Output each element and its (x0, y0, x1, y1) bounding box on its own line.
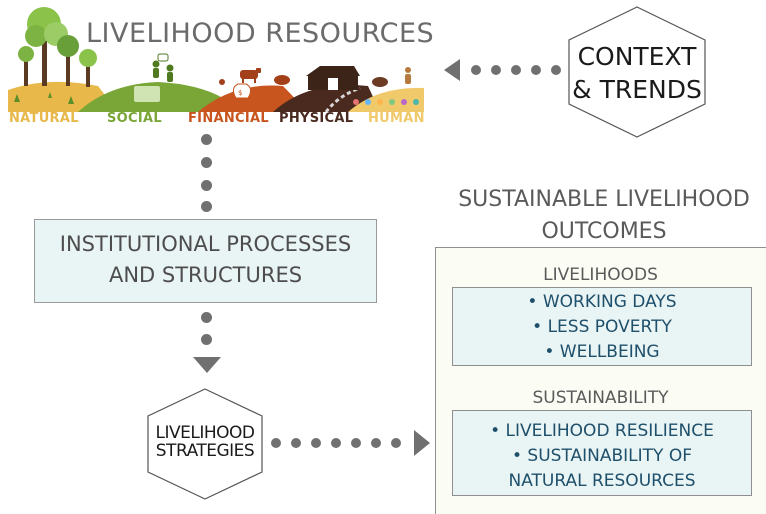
pig-icon (274, 75, 290, 85)
farmer-icon (405, 67, 411, 84)
barn-icon (306, 66, 360, 90)
category-natural: NATURAL (9, 111, 79, 126)
crowd-icon (134, 86, 160, 102)
institutional-processes-box: INSTITUTIONAL PROCESSES AND STRUCTURES (34, 219, 377, 303)
grass-icon (14, 92, 74, 104)
arrowhead-right-icon (414, 430, 430, 456)
money-bag-icon: $ (232, 83, 252, 99)
cow-icon (240, 68, 261, 83)
livelihood-resources-illustration: $ (8, 7, 424, 112)
livelihoods-list: • WORKING DAYS • LESS POVERTY • WELLBEIN… (452, 287, 752, 366)
livelihood-strategies-hexagon (147, 388, 263, 500)
context-label-line1: CONTEXT (577, 42, 697, 71)
pig-icon-2 (372, 77, 388, 87)
outcomes-title: SUSTAINABLE LIVELIHOOD OUTCOMES (446, 184, 762, 248)
list-item: • WORKING DAYS (527, 292, 677, 312)
connector-dot (201, 157, 212, 168)
category-social: SOCIAL (107, 111, 162, 126)
people-icon (152, 53, 174, 82)
livelihood-strategies-label: LIVELIHOOD STRATEGIES (130, 424, 280, 460)
connector-dot (201, 180, 212, 191)
trees-icon (18, 7, 97, 87)
context-trends-label: CONTEXT & TRENDS (569, 40, 705, 106)
context-trends-hexagon (568, 6, 706, 138)
category-human: HUMAN (368, 111, 425, 126)
children-icon (353, 99, 419, 105)
arrowhead-down-icon (193, 357, 221, 373)
connector-dot (201, 201, 212, 212)
context-to-resources-arrow (444, 59, 561, 81)
connector-dot (201, 334, 212, 345)
sustainability-heading: SUSTAINABILITY (532, 388, 669, 408)
connector-dot (201, 134, 212, 145)
institutional-line2: AND STRUCTURES (108, 263, 303, 287)
human-ground (348, 87, 424, 112)
livelihood-resources-title: LIVELIHOOD RESOURCES (86, 18, 435, 49)
list-item: • WELLBEING (544, 342, 660, 362)
institutional-line1: INSTITUTIONAL PROCESSES (59, 232, 352, 256)
strategies-line1: LIVELIHOOD (155, 423, 255, 443)
category-financial: FINANCIAL (188, 111, 269, 126)
strategies-to-outcomes-arrow (271, 430, 430, 456)
context-label-line2: & TRENDS (572, 75, 702, 104)
list-item: • LESS POVERTY (532, 317, 672, 337)
list-item: • LIVELIHOOD RESILIENCE (490, 421, 714, 441)
arrowhead-left-icon (444, 59, 460, 81)
strategies-line2: STRATEGIES (155, 441, 255, 461)
livelihoods-heading: LIVELIHOODS (543, 265, 658, 285)
svg-text:$: $ (238, 89, 242, 97)
physical-ground (273, 85, 380, 112)
financial-ground (198, 85, 308, 112)
category-physical: PHYSICAL (279, 111, 354, 126)
list-item: NATURAL RESOURCES (508, 471, 696, 491)
outcomes-title-line2: OUTCOMES (541, 219, 667, 244)
outcomes-title-line1: SUSTAINABLE LIVELIHOOD (458, 187, 750, 212)
sustainability-list: • LIVELIHOOD RESILIENCE • SUSTAINABILITY… (452, 410, 752, 496)
list-item: • SUSTAINABILITY OF (511, 446, 692, 466)
chicken-icon (219, 79, 225, 85)
connector-dot (201, 312, 212, 323)
